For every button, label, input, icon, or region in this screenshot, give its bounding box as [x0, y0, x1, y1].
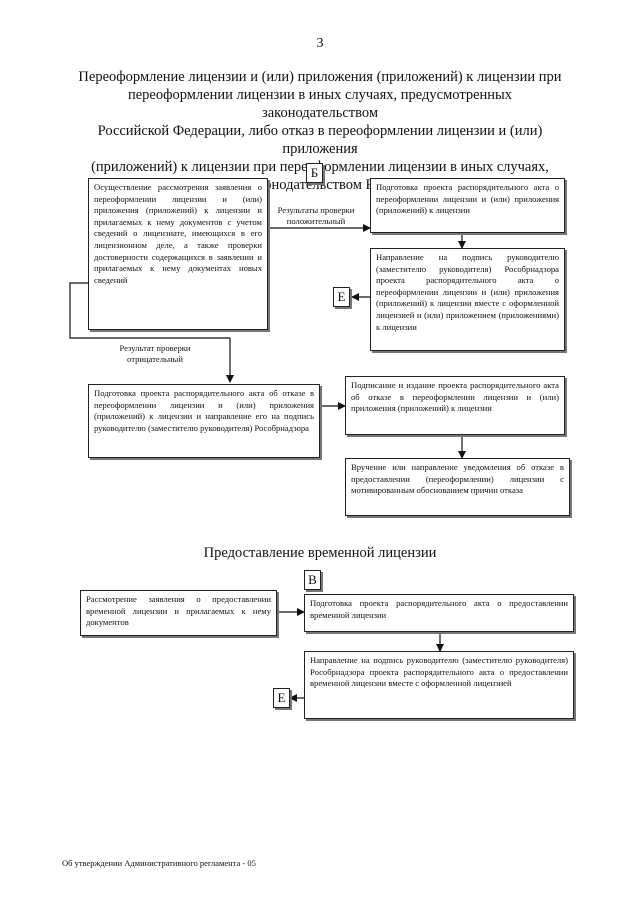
section1-title-line: Российской Федерации, либо отказ в перео…: [97, 123, 543, 157]
line-left-loop: [69, 282, 230, 339]
page-number: 3: [316, 36, 324, 51]
box-review-application: Осуществление рассмотрения заявления о п…: [88, 178, 268, 330]
box-review-temporary: Рассмотрение заявления о предоставлении …: [80, 590, 277, 636]
section1-title-line: Переоформление лицензии и (или) приложен…: [78, 69, 562, 85]
marker-e: Е: [333, 287, 350, 307]
box-prepare-temporary: Подготовка проекта распорядительного акт…: [304, 594, 574, 632]
footer-text: Об утверждении Административного регламе…: [62, 858, 256, 868]
marker-e-2: Е: [273, 688, 290, 708]
box-prepare-refusal: Подготовка проекта распорядительного акт…: [88, 384, 320, 458]
box-send-for-signature: Направление на подпись руководителю (зам…: [370, 248, 565, 351]
label-result-negative: Результат проверки отрицательный: [119, 343, 191, 364]
box-sign-temporary: Направление на подпись руководителю (зам…: [304, 651, 574, 719]
box-notify-refusal: Вручение или направление уведомления об …: [345, 458, 570, 516]
section1-title-line: переоформлении лицензии в иных случаях, …: [127, 87, 513, 121]
box-sign-refusal: Подписание и издание проекта распорядите…: [345, 376, 565, 435]
marker-v: В: [304, 570, 321, 590]
label-result-positive: Результаты проверки положительный: [277, 205, 355, 226]
section2-title: Предоставление временной лицензии: [203, 545, 437, 561]
marker-b: Б: [306, 163, 323, 183]
box-prepare-act: Подготовка проекта распорядительного акт…: [370, 178, 565, 233]
